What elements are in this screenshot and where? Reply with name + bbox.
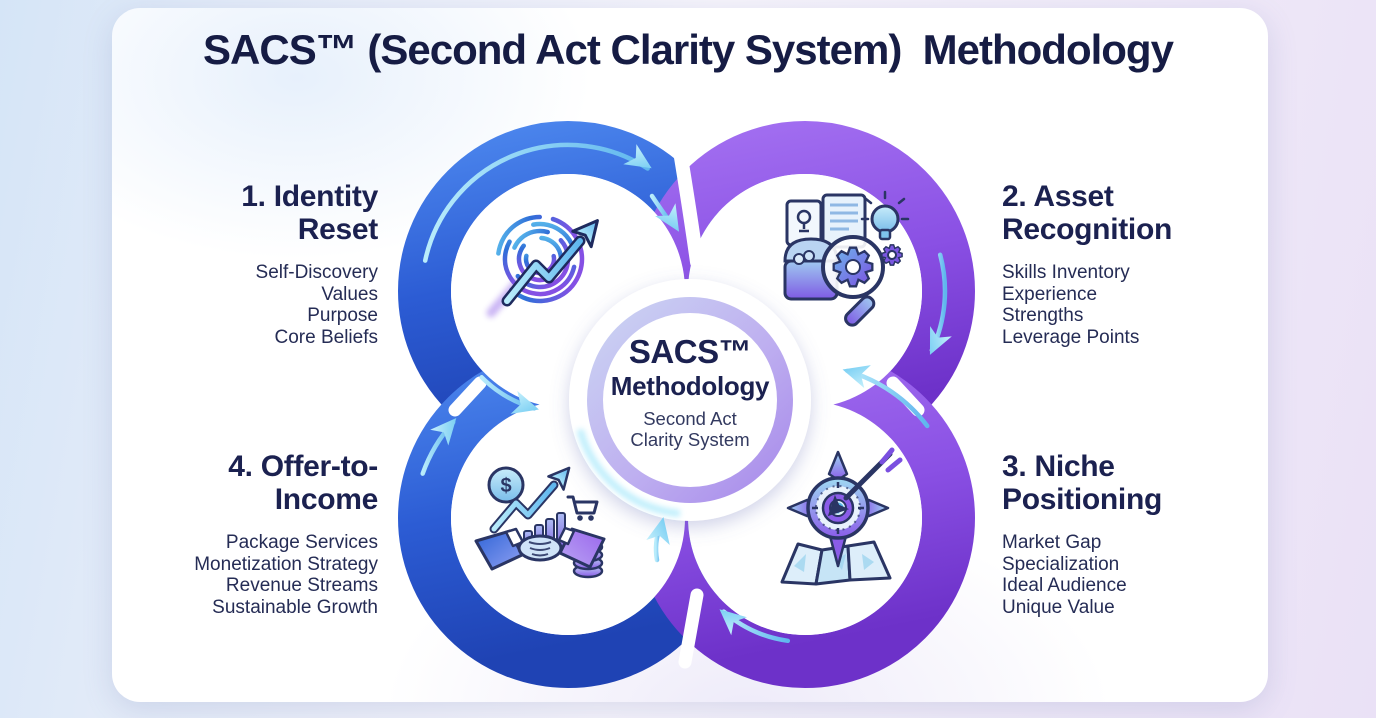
quadrant-items: Market Gap Specialization Ideal Audience… — [1002, 532, 1282, 618]
heading-line: Recognition — [1002, 213, 1173, 246]
quadrant-heading: 2. Asset Recognition — [1002, 180, 1282, 246]
quadrant-asset-recognition: 2. Asset Recognition Skills Inventory Ex… — [1002, 180, 1282, 348]
list-item: Unique Value — [1002, 596, 1115, 618]
list-item: Ideal Audience — [1002, 575, 1127, 596]
quadrant-offer-to-income: 4. Offer-to- Income Package Services Mon… — [98, 450, 378, 618]
quadrant-items: Skills Inventory Experience Strengths Le… — [1002, 262, 1282, 348]
heading-line: Positioning — [1002, 483, 1163, 516]
heading-line: Income — [274, 483, 379, 516]
list-item: Strengths — [1002, 305, 1084, 326]
quadrant-items: Package Services Monetization Strategy R… — [98, 532, 378, 618]
badge-subtitle-line1: Second Act — [643, 408, 737, 429]
quadrant-heading: 1. Identity Reset — [118, 180, 378, 246]
badge-method: Methodology — [610, 371, 770, 401]
list-item: Purpose — [307, 305, 378, 326]
center-badge: SACS™ Methodology Second Act Clarity Sys… — [600, 333, 780, 451]
heading-line: Reset — [297, 213, 379, 246]
list-item: Leverage Points — [1002, 326, 1140, 348]
list-item: Sustainable Growth — [212, 596, 378, 618]
heading-line: 3. Niche — [1002, 450, 1115, 483]
list-item: Values — [321, 283, 378, 305]
heading-line: 1. Identity — [241, 180, 378, 213]
quadrant-identity-reset: 1. Identity Reset Self-Discovery Values … — [118, 180, 378, 348]
badge-brand: SACS™ — [628, 333, 752, 370]
list-item: Market Gap — [1002, 532, 1102, 553]
diagram-title: SACS™ (Second Act Clarity System) Method… — [203, 26, 1174, 73]
list-item: Revenue Streams — [225, 575, 378, 596]
quadrant-items: Self-Discovery Values Purpose Core Belie… — [118, 262, 378, 348]
list-item: Specialization — [1002, 553, 1120, 575]
quadrant-niche-positioning: 3. Niche Positioning Market Gap Speciali… — [1002, 450, 1282, 618]
badge-subtitle-line2: Clarity System — [630, 429, 750, 450]
heading-line: 2. Asset — [1002, 180, 1114, 213]
heading-line: 4. Offer-to- — [228, 450, 378, 483]
list-item: Experience — [1002, 283, 1098, 305]
list-item: Core Beliefs — [274, 326, 379, 348]
list-item: Self-Discovery — [255, 262, 378, 283]
list-item: Package Services — [225, 532, 378, 553]
quadrant-heading: 3. Niche Positioning — [1002, 450, 1282, 516]
list-item: Monetization Strategy — [194, 553, 378, 575]
list-item: Skills Inventory — [1002, 262, 1130, 283]
quadrant-heading: 4. Offer-to- Income — [98, 450, 378, 516]
